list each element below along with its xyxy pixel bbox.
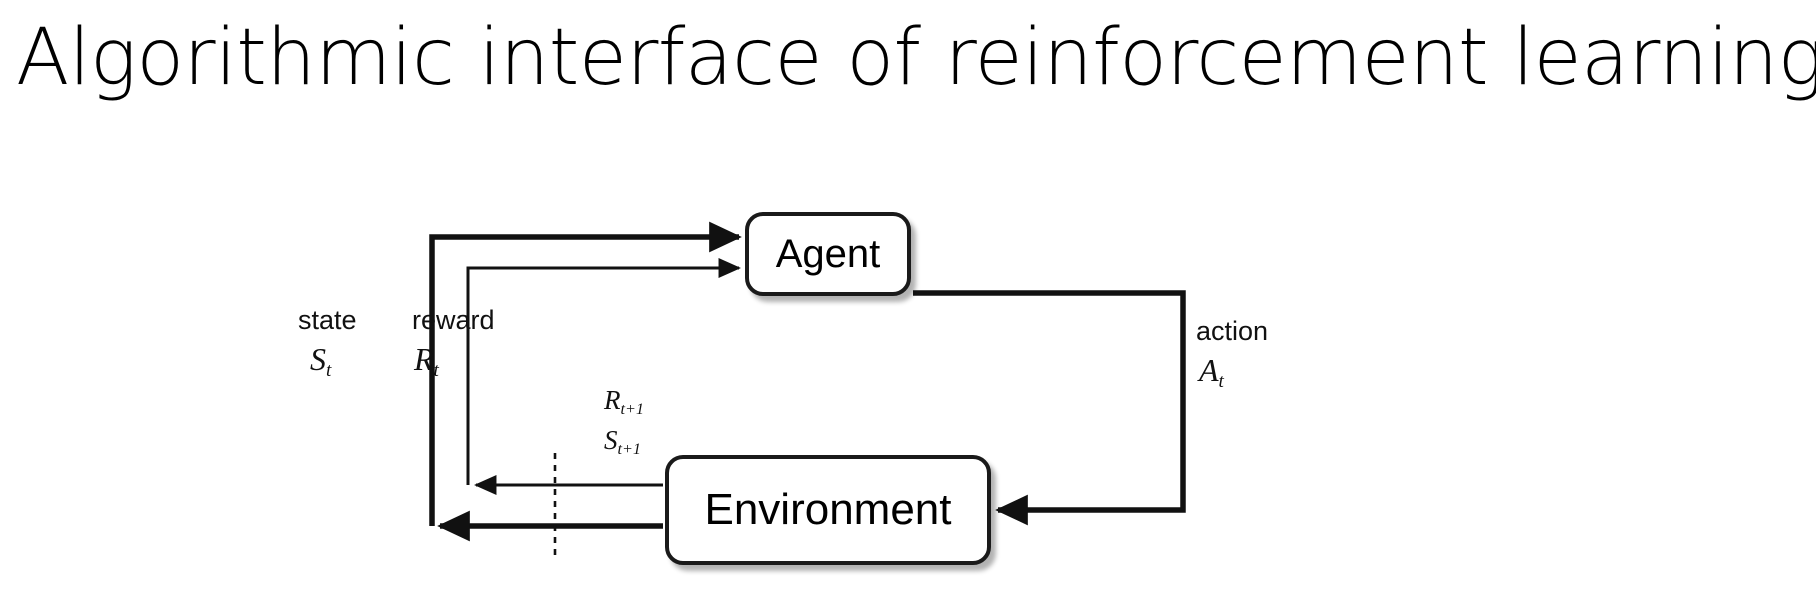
page-title: Algorithmic interface of reinforcement l…	[16, 13, 1816, 103]
reward-symbol-subscript: t	[433, 359, 439, 381]
action-symbol-base: A	[1199, 352, 1219, 388]
action-edge-path	[913, 290, 1186, 526]
reinforcement-learning-diagram: Agent Environment state St reward Rt act…	[0, 140, 1400, 594]
diagram-arrows-svg	[429, 221, 1186, 556]
state-edge-path	[429, 221, 742, 526]
reward-symbol-label: Rt	[414, 341, 439, 381]
next-state-symbol-base: S	[604, 425, 618, 455]
next-reward-symbol-subscript: t+1	[620, 399, 645, 418]
next-reward-symbol-label: Rt+1	[604, 385, 645, 418]
agent-node[interactable]: Agent	[745, 212, 911, 296]
action-symbol-label: At	[1199, 352, 1224, 392]
state-symbol-label: St	[310, 341, 332, 381]
next-reward-symbol-base: R	[604, 385, 621, 415]
action-symbol-subscript: t	[1218, 370, 1224, 392]
reward-edge-label: reward	[412, 305, 495, 335]
state-symbol-base: S	[310, 341, 326, 377]
next-state-symbol-label: St+1	[604, 425, 642, 458]
environment-node-label: Environment	[704, 485, 952, 534]
environment-node[interactable]: Environment	[665, 455, 991, 565]
next-state-symbol-subscript: t+1	[617, 439, 642, 458]
state-symbol-subscript: t	[326, 359, 332, 381]
action-edge-label: action	[1196, 316, 1269, 346]
agent-node-label: Agent	[775, 231, 881, 276]
state-edge-label: state	[298, 305, 357, 335]
reward-symbol-base: R	[414, 341, 434, 377]
reward-edge-path	[466, 258, 741, 485]
